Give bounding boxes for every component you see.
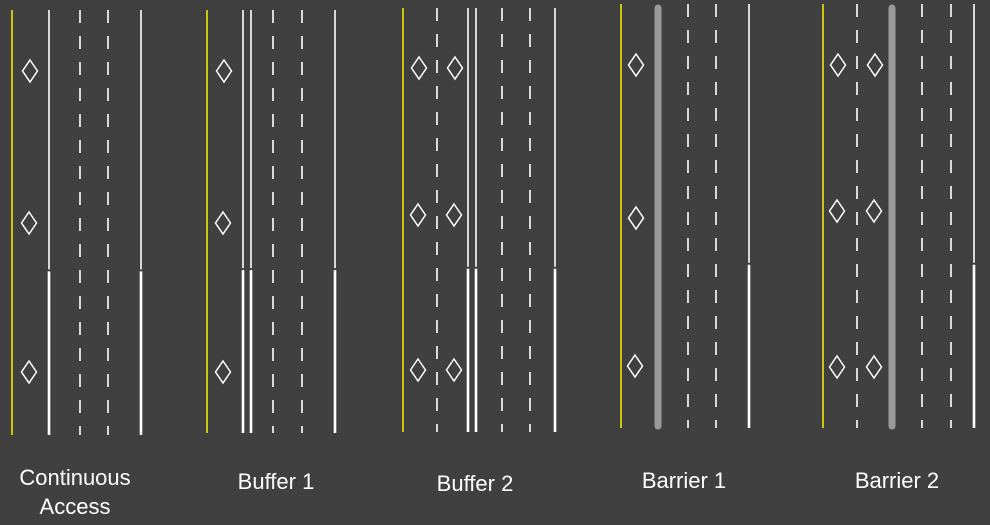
diamond-lane-icon xyxy=(214,210,232,236)
diamond-lane-icon xyxy=(627,52,645,78)
caption-line: Barrier 2 xyxy=(854,468,940,493)
panel-continuous-access xyxy=(11,10,143,435)
panel-barrier-1 xyxy=(620,4,751,430)
diamond-lane-icon xyxy=(20,359,38,385)
diamond-lane-icon xyxy=(829,52,847,78)
diamond-lane-icon xyxy=(409,202,427,228)
diamond-lane-icon xyxy=(828,354,846,380)
caption-line: Access xyxy=(39,494,111,519)
diamond-lane-icon xyxy=(410,55,428,81)
diamond-lane-icon xyxy=(828,198,846,224)
caption-line: Barrier 1 xyxy=(641,468,727,493)
diamond-lane-icon xyxy=(21,58,39,84)
diamond-lane-icon xyxy=(445,202,463,228)
caption-buffer-1: Buffer 1 xyxy=(176,467,376,496)
diamond-lane-icon xyxy=(214,359,232,385)
diamond-lane-icon xyxy=(215,58,233,84)
caption-buffer-2: Buffer 2 xyxy=(375,469,575,498)
diamond-lane-icon xyxy=(627,205,645,231)
diamond-lane-icon xyxy=(865,354,883,380)
panel-barrier-2 xyxy=(822,4,976,430)
panel-buffer-2 xyxy=(402,8,557,432)
caption-line: Buffer 1 xyxy=(237,469,315,494)
caption-line: Continuous xyxy=(19,465,131,490)
diamond-lane-icon xyxy=(445,357,463,383)
caption-line: Buffer 2 xyxy=(436,471,514,496)
diamond-lane-icon xyxy=(446,55,464,81)
diamond-lane-icon xyxy=(409,357,427,383)
diamond-lane-icon xyxy=(866,52,884,78)
diamond-lane-icon xyxy=(626,353,644,379)
caption-barrier-1: Barrier 1 xyxy=(584,466,784,495)
panel-buffer-1 xyxy=(206,10,337,433)
caption-barrier-2: Barrier 2 xyxy=(797,466,990,495)
diamond-lane-icon xyxy=(865,198,883,224)
caption-continuous-access: Continuous Access xyxy=(0,463,175,521)
diamond-lane-icon xyxy=(20,210,38,236)
